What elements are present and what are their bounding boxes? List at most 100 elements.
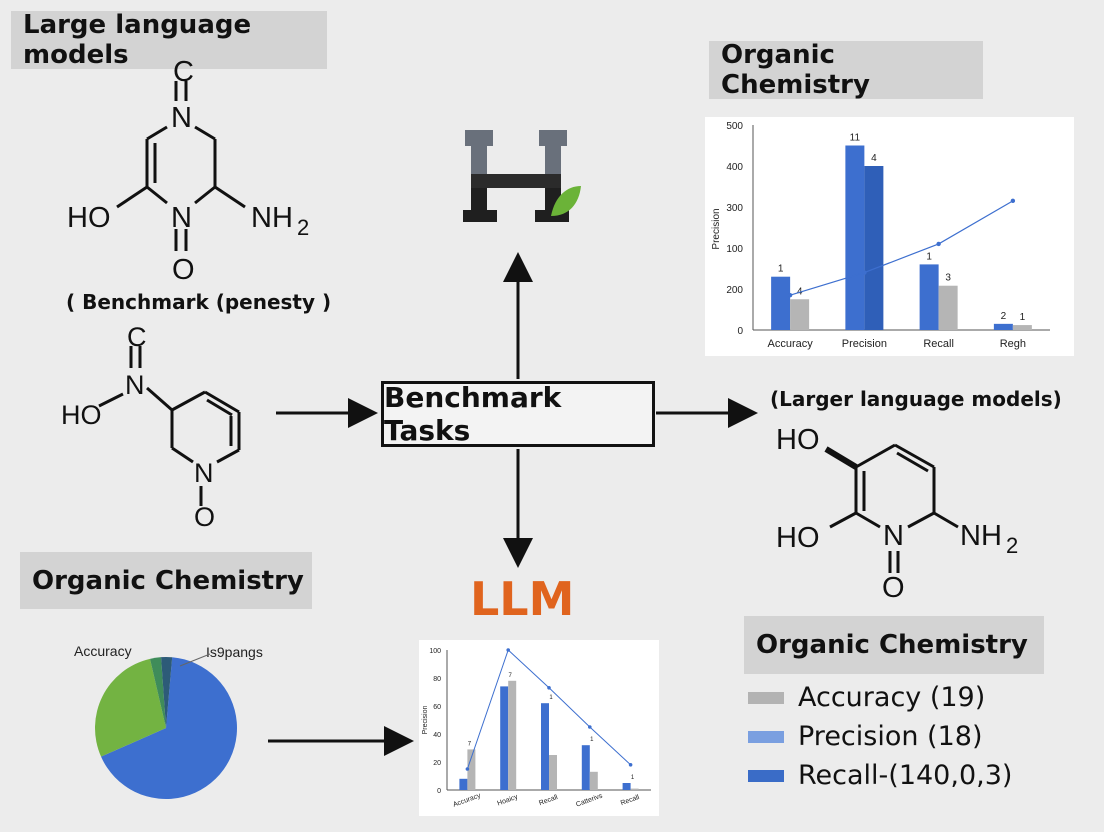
chart1-xtick: Accuracy [768,338,814,350]
chart2-bar [541,703,549,790]
pie-slice [101,657,237,799]
chart1-xtick: Regh [1000,338,1026,350]
chart2-trend-point [465,767,470,771]
molecule-pyridine-oxide: C N HO N O [61,322,241,532]
chart2-bar-label: 7 [509,673,513,679]
h-logo-icon [463,130,581,222]
legend-title: Organic Chemistry [744,616,1044,674]
chart2-xtick: Recall [620,794,641,807]
pie-leader-line [179,653,211,667]
chart2-bar [589,771,598,790]
llm-label: LLM [470,572,575,626]
chart1-bar [845,145,865,330]
chart2-bar-label: 1 [590,737,594,743]
chart2-bar [581,745,590,790]
chart2-ytick: 40 [433,732,441,739]
chart1-ytick: 0 [737,326,743,337]
legend-swatch-precision [748,730,784,743]
mol1-atom-sub: 2 [297,215,309,240]
mol3-atom-sub: 2 [1006,533,1018,558]
chart1-bar-label: 1 [778,264,784,275]
chart2-xtick: Recall [538,794,559,807]
mol2-atom-o: O [194,502,215,532]
top-left-caption: ( Benchmark (penesty ) [66,290,332,314]
mol1-atom-n1: N [171,102,192,134]
chart1-bar-label: 2 [1001,311,1007,322]
chart1-ytick: 200 [726,285,743,296]
mol1-atom-nh: NH [251,202,293,234]
molecule-pyrazine: C N HO N NH 2 O [67,56,309,286]
chart2-bar [622,783,631,790]
chart2-xtick: Hoaicy [496,793,519,807]
chart2-bar [459,778,468,790]
chart-bottom: 020406080100Precision7Accuracy7Hoaicy1Re… [422,648,651,809]
chart1-trend-point [936,241,941,247]
pie-label-accuracy: Accuracy [74,643,132,659]
legend-label-precision: Precision (18) [798,721,983,752]
chart-top: 0200100300400500Precision14Accuracy114Pr… [711,121,1050,350]
chart1-ytick: 400 [726,162,743,173]
pie-slice [150,657,166,728]
chart1-bar-label: 1 [926,251,932,262]
chart1-bar-label: 1 [1020,312,1026,323]
mol3-atom-n: N [883,520,904,552]
right-caption: (Larger language models) [770,387,1062,411]
chart1-bar-label: 3 [945,273,951,284]
legend-swatch-accuracy [748,691,784,704]
chart1-xtick: Recall [923,338,954,350]
mol2-atom-c: C [127,322,147,352]
molecule-pyridinediol: HO HO N NH 2 O [776,424,1018,604]
chart1-trend-point [862,270,867,275]
chart2-bar [500,686,509,790]
chart2-trend-point [628,763,633,767]
chart2-bar [630,788,639,790]
chart1-bar-label: 4 [871,153,877,164]
chart2-trend-point [588,725,592,729]
chart2-ytick: 80 [433,676,441,683]
top-left-title: Large language models [11,10,327,70]
legend-label-recall: Recall-(140,0,3) [798,760,1013,791]
legend-item-recall: Recall-(140,0,3) [748,760,1012,791]
chart2-bar-label: 1 [549,695,553,701]
benchmark-tasks-box: Benchmark Tasks [381,381,655,447]
mol2-atom-n1: N [125,370,145,400]
mol1-atom-ho: HO [67,202,111,234]
chart2-ytick: 100 [429,648,441,655]
mol2-atom-n2: N [194,458,214,488]
legend-item-precision: Precision (18) [748,721,982,752]
chart1-bar [938,285,958,330]
chart1-trend-point [787,292,793,298]
legend-swatch-recall [748,769,784,782]
mol3-atom-ho-top: HO [776,424,820,456]
chart1-bar [864,166,884,330]
mol2-atom-ho: HO [61,400,102,430]
chart2-xtick: Catterivs [575,792,604,808]
chart2-bar-label: 7 [468,741,472,747]
mol1-atom-o: O [172,254,195,286]
chart1-bar [919,264,939,330]
pie-slice [95,658,166,757]
chart2-ytick: 0 [437,788,441,795]
chart2-ylabel: Precision [422,706,429,735]
chart2-bar [549,755,557,790]
mol3-atom-o: O [882,572,905,604]
chart1-bar [1012,325,1032,330]
pie-slice [161,657,173,728]
chart2-bar-label: 1 [631,775,635,781]
chart2-bar [508,680,517,790]
chart2-ytick: 20 [433,760,441,767]
top-right-title: Organic Chemistry [709,40,983,100]
chart2-xtick: Accuracy [452,792,482,809]
chart1-xtick: Precision [842,338,887,350]
chart2-trend-point [506,648,510,652]
legend-label-accuracy: Accuracy (19) [798,682,986,713]
pie-label-other: Is9pangs [206,644,263,660]
chart1-trend-point [1010,198,1016,204]
mol3-atom-nh: NH [960,520,1002,552]
mol3-atom-ho-bottom: HO [776,522,820,554]
pie-chart: Accuracy Is9pangs [74,643,263,799]
legend-item-accuracy: Accuracy (19) [748,682,985,713]
